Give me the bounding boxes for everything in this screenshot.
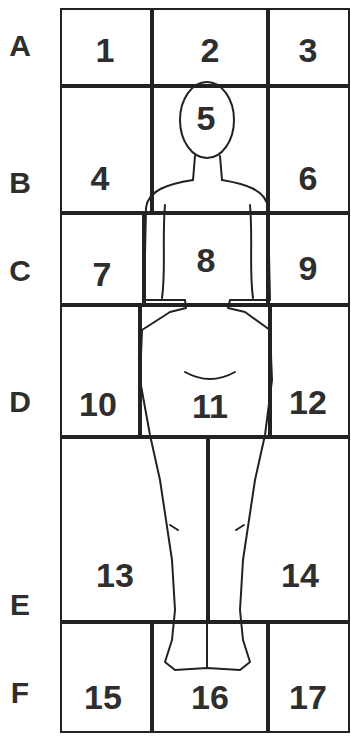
row-letter: A <box>9 31 31 61</box>
grid-cell: 11 <box>140 305 270 437</box>
cell-number: 13 <box>96 558 134 592</box>
cell-number: 16 <box>191 680 229 714</box>
grid-cell: 14 <box>208 437 350 622</box>
grid-cell: 17 <box>268 622 350 733</box>
row-letter: B <box>9 168 31 198</box>
grid-cell: 13 <box>60 437 208 622</box>
cell-number: 14 <box>281 558 319 592</box>
grid-cell: 15 <box>60 622 152 733</box>
cell-number: 17 <box>289 680 327 714</box>
grid-cell: 10 <box>60 305 140 437</box>
cell-number: 12 <box>289 385 327 419</box>
cell-number: 1 <box>96 33 115 67</box>
grid-cell: 9 <box>268 213 350 305</box>
grid-cell: 5 <box>152 86 268 213</box>
grid-cell: 3 <box>268 8 350 86</box>
cell-number: 10 <box>79 387 117 421</box>
cell-number: 9 <box>299 251 318 285</box>
grid-cell: 1 <box>60 8 152 86</box>
row-letter: E <box>10 590 30 620</box>
grid-cell: 16 <box>152 622 268 733</box>
grid-cell: 6 <box>268 86 350 213</box>
row-letter: D <box>9 387 31 417</box>
grid-cell: 4 <box>60 86 152 213</box>
cell-number: 3 <box>299 33 318 67</box>
cell-number: 2 <box>201 33 220 67</box>
cell-number: 8 <box>197 243 216 277</box>
cell-number: 7 <box>93 257 112 291</box>
cell-number: 6 <box>299 161 318 195</box>
cell-number: 15 <box>84 680 122 714</box>
row-letter: F <box>11 678 29 708</box>
cell-number: 4 <box>91 161 110 195</box>
grid-cell: 8 <box>144 213 268 305</box>
grid-cell: 7 <box>60 213 144 305</box>
grid-cell: 12 <box>270 305 350 437</box>
grid-cell: 2 <box>152 8 268 86</box>
row-letter: C <box>9 256 31 286</box>
cell-number: 11 <box>192 389 228 423</box>
cell-number: 5 <box>197 101 216 135</box>
